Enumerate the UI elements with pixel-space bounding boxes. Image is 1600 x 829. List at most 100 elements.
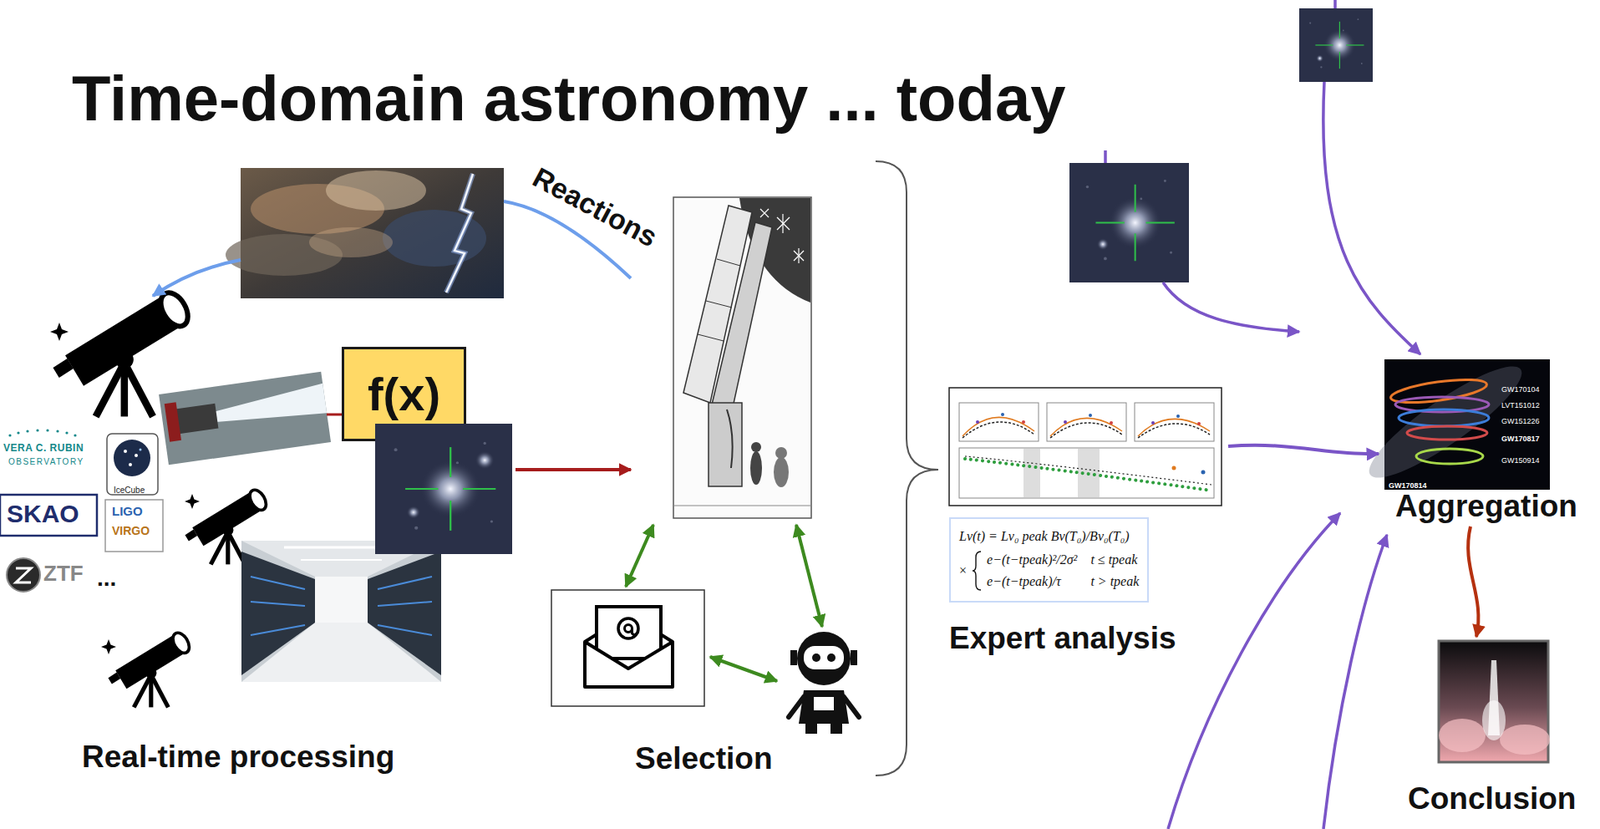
- light-curve-plot: [1137, 418, 1210, 437]
- explosion-image: [1499, 724, 1550, 755]
- light-curve-plot: [949, 387, 1222, 506]
- label-wrap: GW170814: [1388, 476, 1428, 492]
- label-wrap: LVT151012: [1501, 396, 1540, 412]
- robot-icon: [790, 650, 798, 666]
- email-icon: [551, 589, 705, 707]
- galaxy-cutout: [375, 423, 513, 554]
- server-room-photo: [250, 601, 305, 606]
- server-room-photo: [241, 551, 315, 676]
- observatory-logos: [128, 462, 133, 467]
- observatory-logos: [106, 433, 158, 495]
- telescope-engraving: [750, 451, 762, 485]
- light-curve-plot: [962, 421, 1035, 438]
- explosion-image: [1438, 718, 1486, 752]
- hose-photo: [158, 371, 331, 465]
- observatory-logos: [55, 429, 59, 432]
- galaxy-cutout: [375, 423, 513, 554]
- observatory-logos: [35, 428, 39, 432]
- skymap-image: [1406, 426, 1488, 440]
- light-curve-plot: [1000, 412, 1005, 417]
- light-curve-plot: [1021, 420, 1026, 424]
- cutout-image: [1299, 8, 1373, 82]
- flow-arrow: [515, 467, 631, 472]
- label-wrap: GW170104: [1501, 380, 1540, 396]
- equation-line: Lν(t) = Lν₀ peak Bν(T₀)/Bν₀(T₀): [959, 528, 1139, 544]
- title-wrap: Time-domain astronomy ... today: [71, 63, 1066, 134]
- feedback-arrows: [796, 524, 823, 627]
- logo-text: OBSERVATORY: [8, 457, 85, 468]
- input-arrows: [1333, 0, 1337, 9]
- storm-photo: [325, 170, 427, 211]
- skymap-image: [1389, 375, 1489, 464]
- telescope-engraving: [706, 300, 732, 308]
- telescope-engraving: [782, 213, 783, 234]
- telescope-engraving: [760, 208, 769, 218]
- telescope-engraving: [711, 222, 773, 412]
- math-brace: [972, 551, 981, 590]
- server-room-photo: [250, 624, 305, 635]
- logo-text: SKAO: [6, 499, 80, 529]
- robot-icon: [812, 653, 821, 662]
- robot-icon: [843, 696, 859, 717]
- telescope-engraving: [716, 259, 741, 266]
- skymap-image: [1389, 375, 1489, 407]
- observatory-logos: [65, 431, 68, 434]
- input-arrows: [1168, 513, 1341, 829]
- light-curve-plot: [1088, 413, 1093, 417]
- stage-group: Expert analysis Lν(t) = Lν₀ peak Bν(T₀)/B…: [944, 384, 1229, 661]
- storm-photo: [446, 173, 473, 293]
- light-curve-plot: [1201, 470, 1206, 475]
- robot-icon: [830, 723, 843, 734]
- explosion-image: [1438, 640, 1550, 762]
- server-room-photo: [314, 576, 368, 623]
- stage-group: Selection: [630, 193, 874, 779]
- flow-arrow: [152, 201, 631, 296]
- robot-icon: [813, 696, 834, 711]
- light-curve-plot: [1050, 417, 1123, 437]
- feedback-arrows: [710, 656, 778, 681]
- label-wrap: IceCube: [113, 481, 145, 497]
- event-name: GW151226: [1501, 416, 1540, 426]
- telescope-engraving: [751, 441, 762, 453]
- edge-label-wrap: Reactions: [527, 161, 663, 254]
- telescope-engraving: [773, 457, 789, 488]
- feedback-arrows: [625, 524, 823, 681]
- server-room-photo: [377, 601, 432, 606]
- math-brace: [971, 550, 982, 591]
- email-icon: [618, 618, 639, 639]
- robot-icon: [788, 631, 859, 734]
- stage-group: Aggregation: [1378, 355, 1598, 527]
- event-name: GW170814: [1388, 481, 1428, 490]
- observatory-logos: [8, 433, 11, 437]
- equation-text: t > tpeak: [1090, 573, 1139, 590]
- stage-label: Selection: [634, 741, 773, 776]
- telescope-icon: [107, 629, 193, 707]
- robot-icon: [805, 723, 818, 734]
- hose-photo: [158, 371, 331, 465]
- input-arrows: [1105, 0, 1421, 829]
- stage-label: Expert analysis: [949, 620, 1176, 656]
- label-wrap: GW170817: [1501, 429, 1540, 445]
- light-curve-plot: [1063, 420, 1067, 424]
- observatory-logos: [0, 494, 97, 536]
- wire: [326, 413, 342, 417]
- light-curve-plot: [1151, 421, 1155, 425]
- equation-box: Lν(t) = Lν₀ peak Bν(T₀)/Bν₀(T₀)×e−(t−tpe…: [949, 517, 1149, 603]
- observatory-logos: [45, 428, 49, 432]
- galaxy-cutout: [475, 451, 495, 470]
- robot-icon: [798, 690, 849, 724]
- event-name: GW170817: [1501, 434, 1540, 443]
- observatory-logos: [6, 558, 41, 592]
- feedback-arrows: [625, 524, 654, 587]
- light-curve-plot: [959, 447, 1214, 498]
- server-room-photo: [377, 624, 432, 635]
- robot-icon: [803, 645, 844, 670]
- skymap-image: [1416, 448, 1484, 464]
- logo-text: VERA C. RUBIN: [3, 442, 84, 455]
- logo-text: IceCube: [113, 485, 145, 496]
- flow-arrow: [1467, 526, 1479, 637]
- light-curve-plot: [962, 416, 1210, 438]
- equation-text: Lν(t) = Lν₀ peak Bν(T₀)/Bν₀(T₀): [959, 528, 1130, 544]
- storm-photo: [446, 173, 473, 293]
